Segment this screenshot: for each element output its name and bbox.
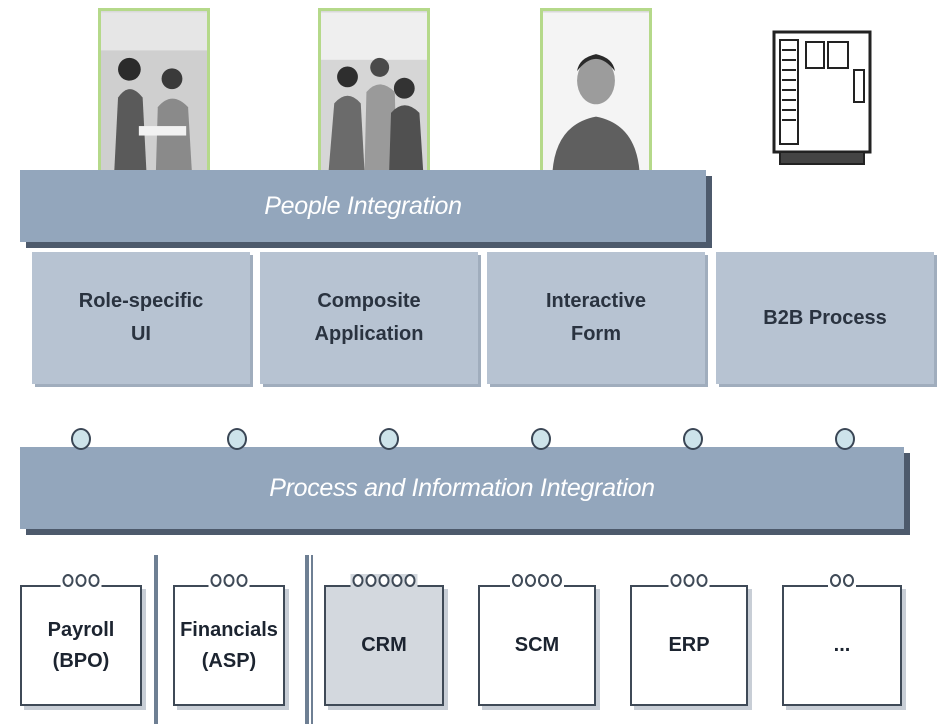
system-label-line1: ... [833,634,851,656]
binder-rings [60,574,102,587]
binder-rings [350,574,418,587]
people-integration-label: People Integration [264,191,462,220]
photo-person-portrait [540,8,652,176]
system-label-line2: (BPO) [52,649,110,672]
system-label-line1: Financials [180,618,278,641]
system-more: ... [782,574,902,706]
connector-node [379,428,399,450]
module-label-line2: UI [130,323,151,345]
module-label-line2: Form [571,323,621,345]
system-erp: ERP [630,574,748,706]
system-financials: Financials (ASP) [173,574,285,706]
system-label-line1: ERP [668,634,710,656]
people-integration-bar: People Integration [20,170,706,242]
system-payroll: Payroll (BPO) [20,574,142,706]
photo-team-meeting [318,8,430,176]
process-information-integration-bar: Process and Information Integration [20,447,904,529]
connector-node [531,428,551,450]
photo-people-meeting-image [101,12,207,172]
module-label-line2: Application [314,323,424,345]
system-label-line2: (ASP) [201,649,257,672]
photo-person-portrait-image [543,12,649,172]
module-label-line1: Role-specific [78,290,204,312]
binder-rings [208,574,250,587]
separator-line [305,555,309,724]
separator-line [311,555,313,724]
system-label-line1: SCM [514,634,560,656]
system-scm: SCM [478,574,596,706]
process-information-integration-label: Process and Information Integration [269,473,655,502]
photo-team-meeting-image [321,12,427,172]
server-device-icon [772,30,872,168]
photo-people-meeting [98,8,210,176]
module-label-line1: Composite [317,290,421,312]
module-b2b-process: B2B Process [716,252,934,384]
system-label-line1: CRM [361,634,407,656]
binder-rings [510,574,564,587]
connector-node [835,428,855,450]
binder-rings [828,574,856,587]
module-label-line1: B2B Process [763,306,887,329]
connector-node [227,428,247,450]
server-device-graphic [772,30,872,165]
connector-node [683,428,703,450]
separator-line [154,555,158,724]
system-label-line1: Payroll [47,618,115,641]
connector-node [71,428,91,450]
module-label-line1: Interactive [545,290,647,312]
system-crm: CRM [324,574,444,706]
binder-rings [668,574,710,587]
